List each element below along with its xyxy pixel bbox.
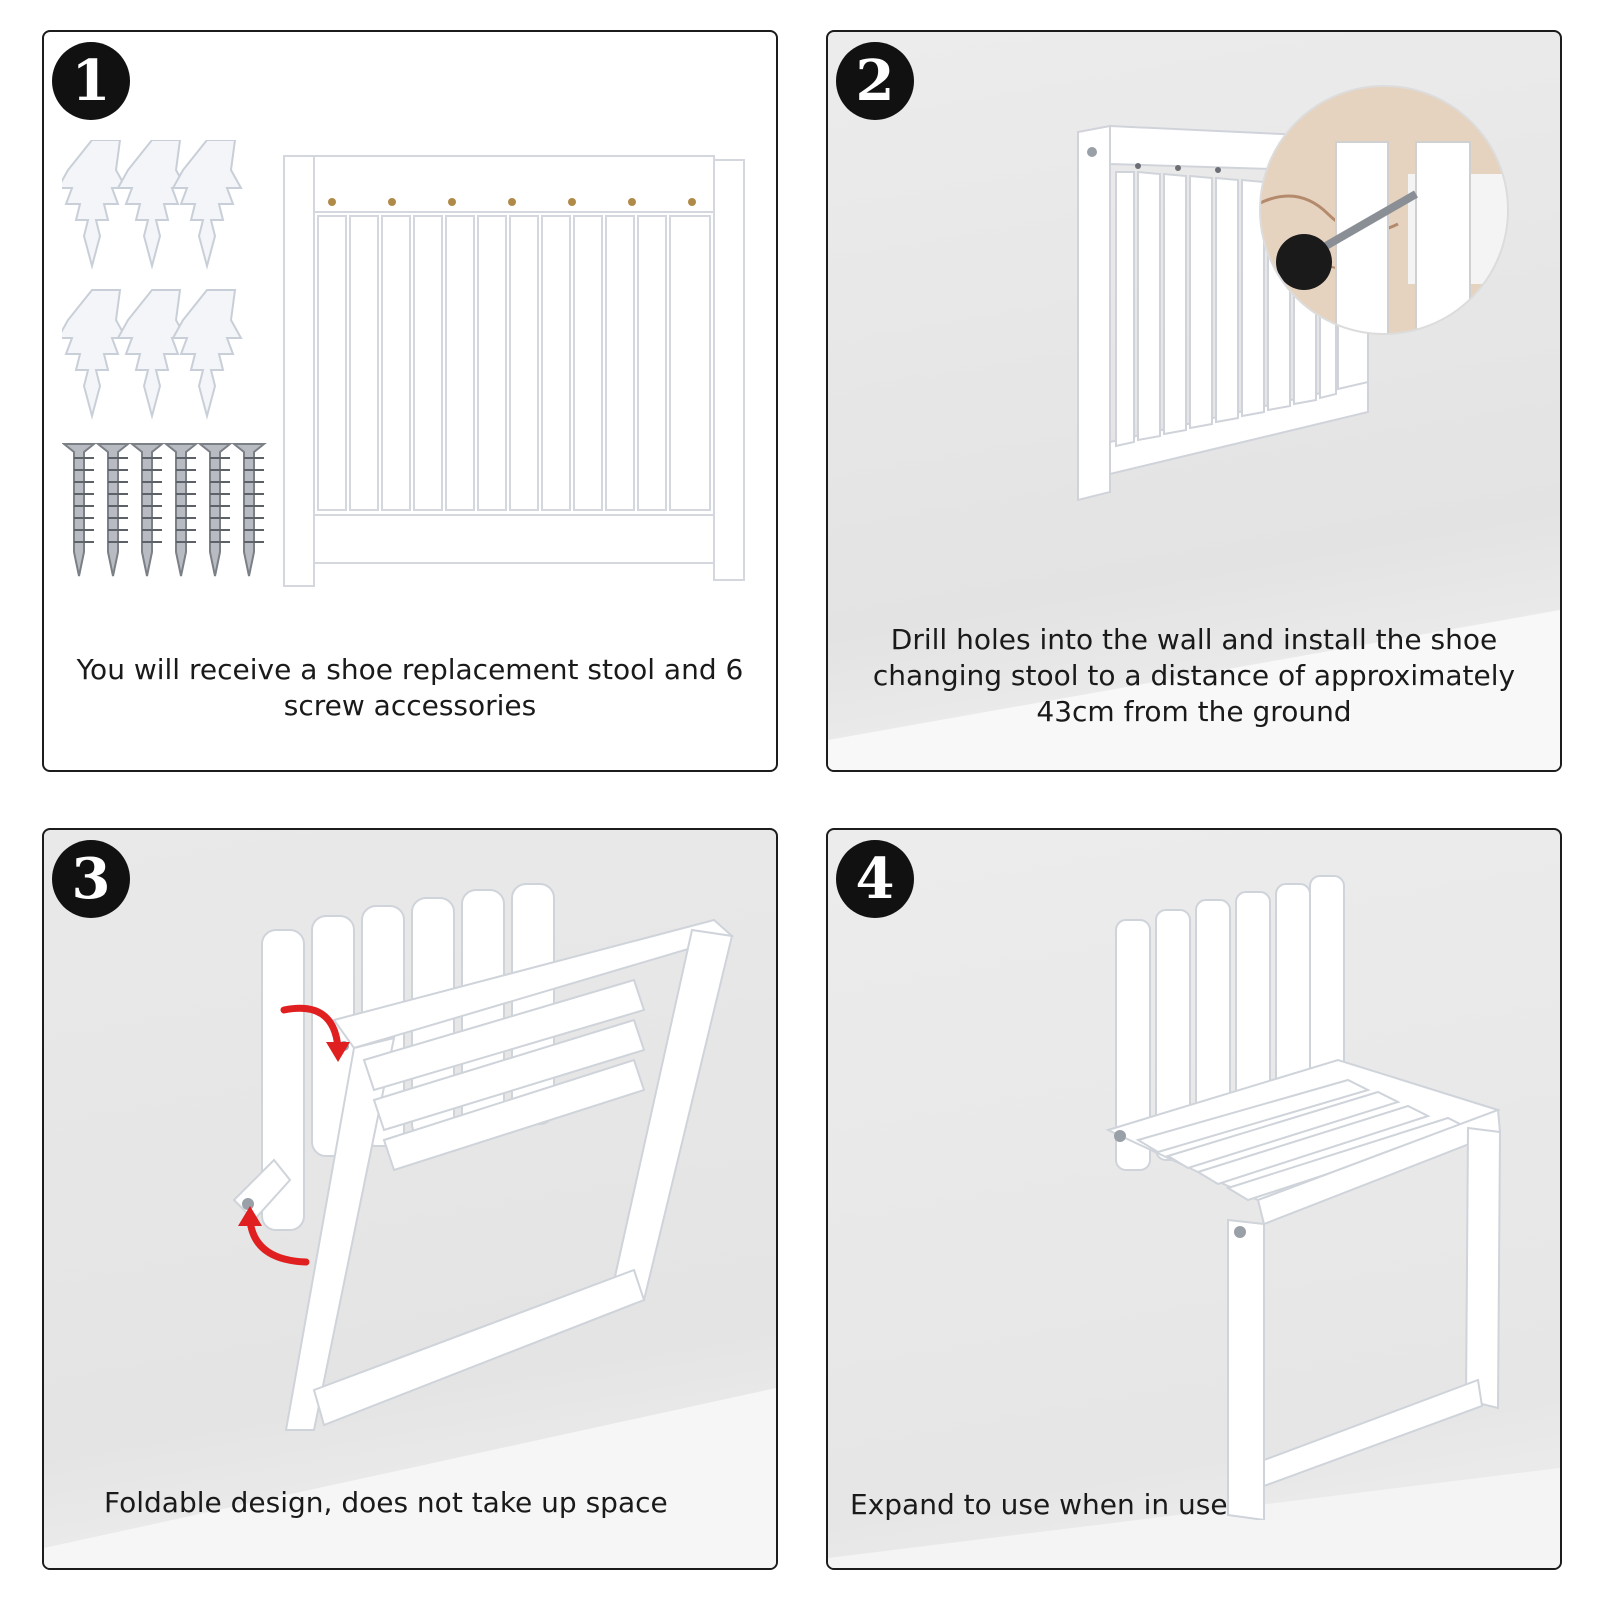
step-3-caption: Foldable design, does not take up space [104, 1486, 668, 1519]
screw-icon [95, 443, 131, 577]
screw-icon [197, 443, 233, 577]
anchor-plug-icon [116, 289, 188, 420]
screw-icon [231, 443, 267, 577]
screw-icon [163, 443, 199, 577]
folding-stool-illustration [214, 870, 754, 1450]
step-2-panel: 2 [826, 30, 1562, 772]
step-3-badge: 3 [52, 840, 130, 918]
step-4-panel: 4 Expand to use w [826, 828, 1562, 1570]
anchor-plug-icon [116, 140, 188, 270]
rotate-arrow-icon [280, 1004, 350, 1062]
step-1-badge: 1 [52, 42, 130, 120]
folded-stool-front-illustration [280, 150, 750, 590]
anchor-plug-icon [62, 289, 128, 420]
step-2-badge: 2 [836, 42, 914, 120]
anchor-plug-icon [171, 140, 243, 270]
anchor-plug-icon [171, 289, 243, 420]
step-3-panel: 3 [42, 828, 778, 1570]
screw-icon [129, 443, 165, 577]
screw-icon [62, 443, 97, 577]
step-2-caption: Drill holes into the wall and install th… [872, 623, 1516, 728]
step-1-panel: 1 [42, 30, 778, 772]
step-1-caption: You will receive a shoe replacement stoo… [76, 653, 744, 722]
rotate-arrow-icon [238, 1206, 310, 1266]
accessories-illustration [62, 140, 272, 580]
step-4-caption: Expand to use when in use [850, 1488, 1228, 1521]
anchor-plug-icon [62, 140, 128, 270]
step-4-badge: 4 [836, 840, 914, 918]
drill-closeup-illustration [1258, 84, 1510, 336]
expanded-stool-illustration [1098, 860, 1528, 1520]
